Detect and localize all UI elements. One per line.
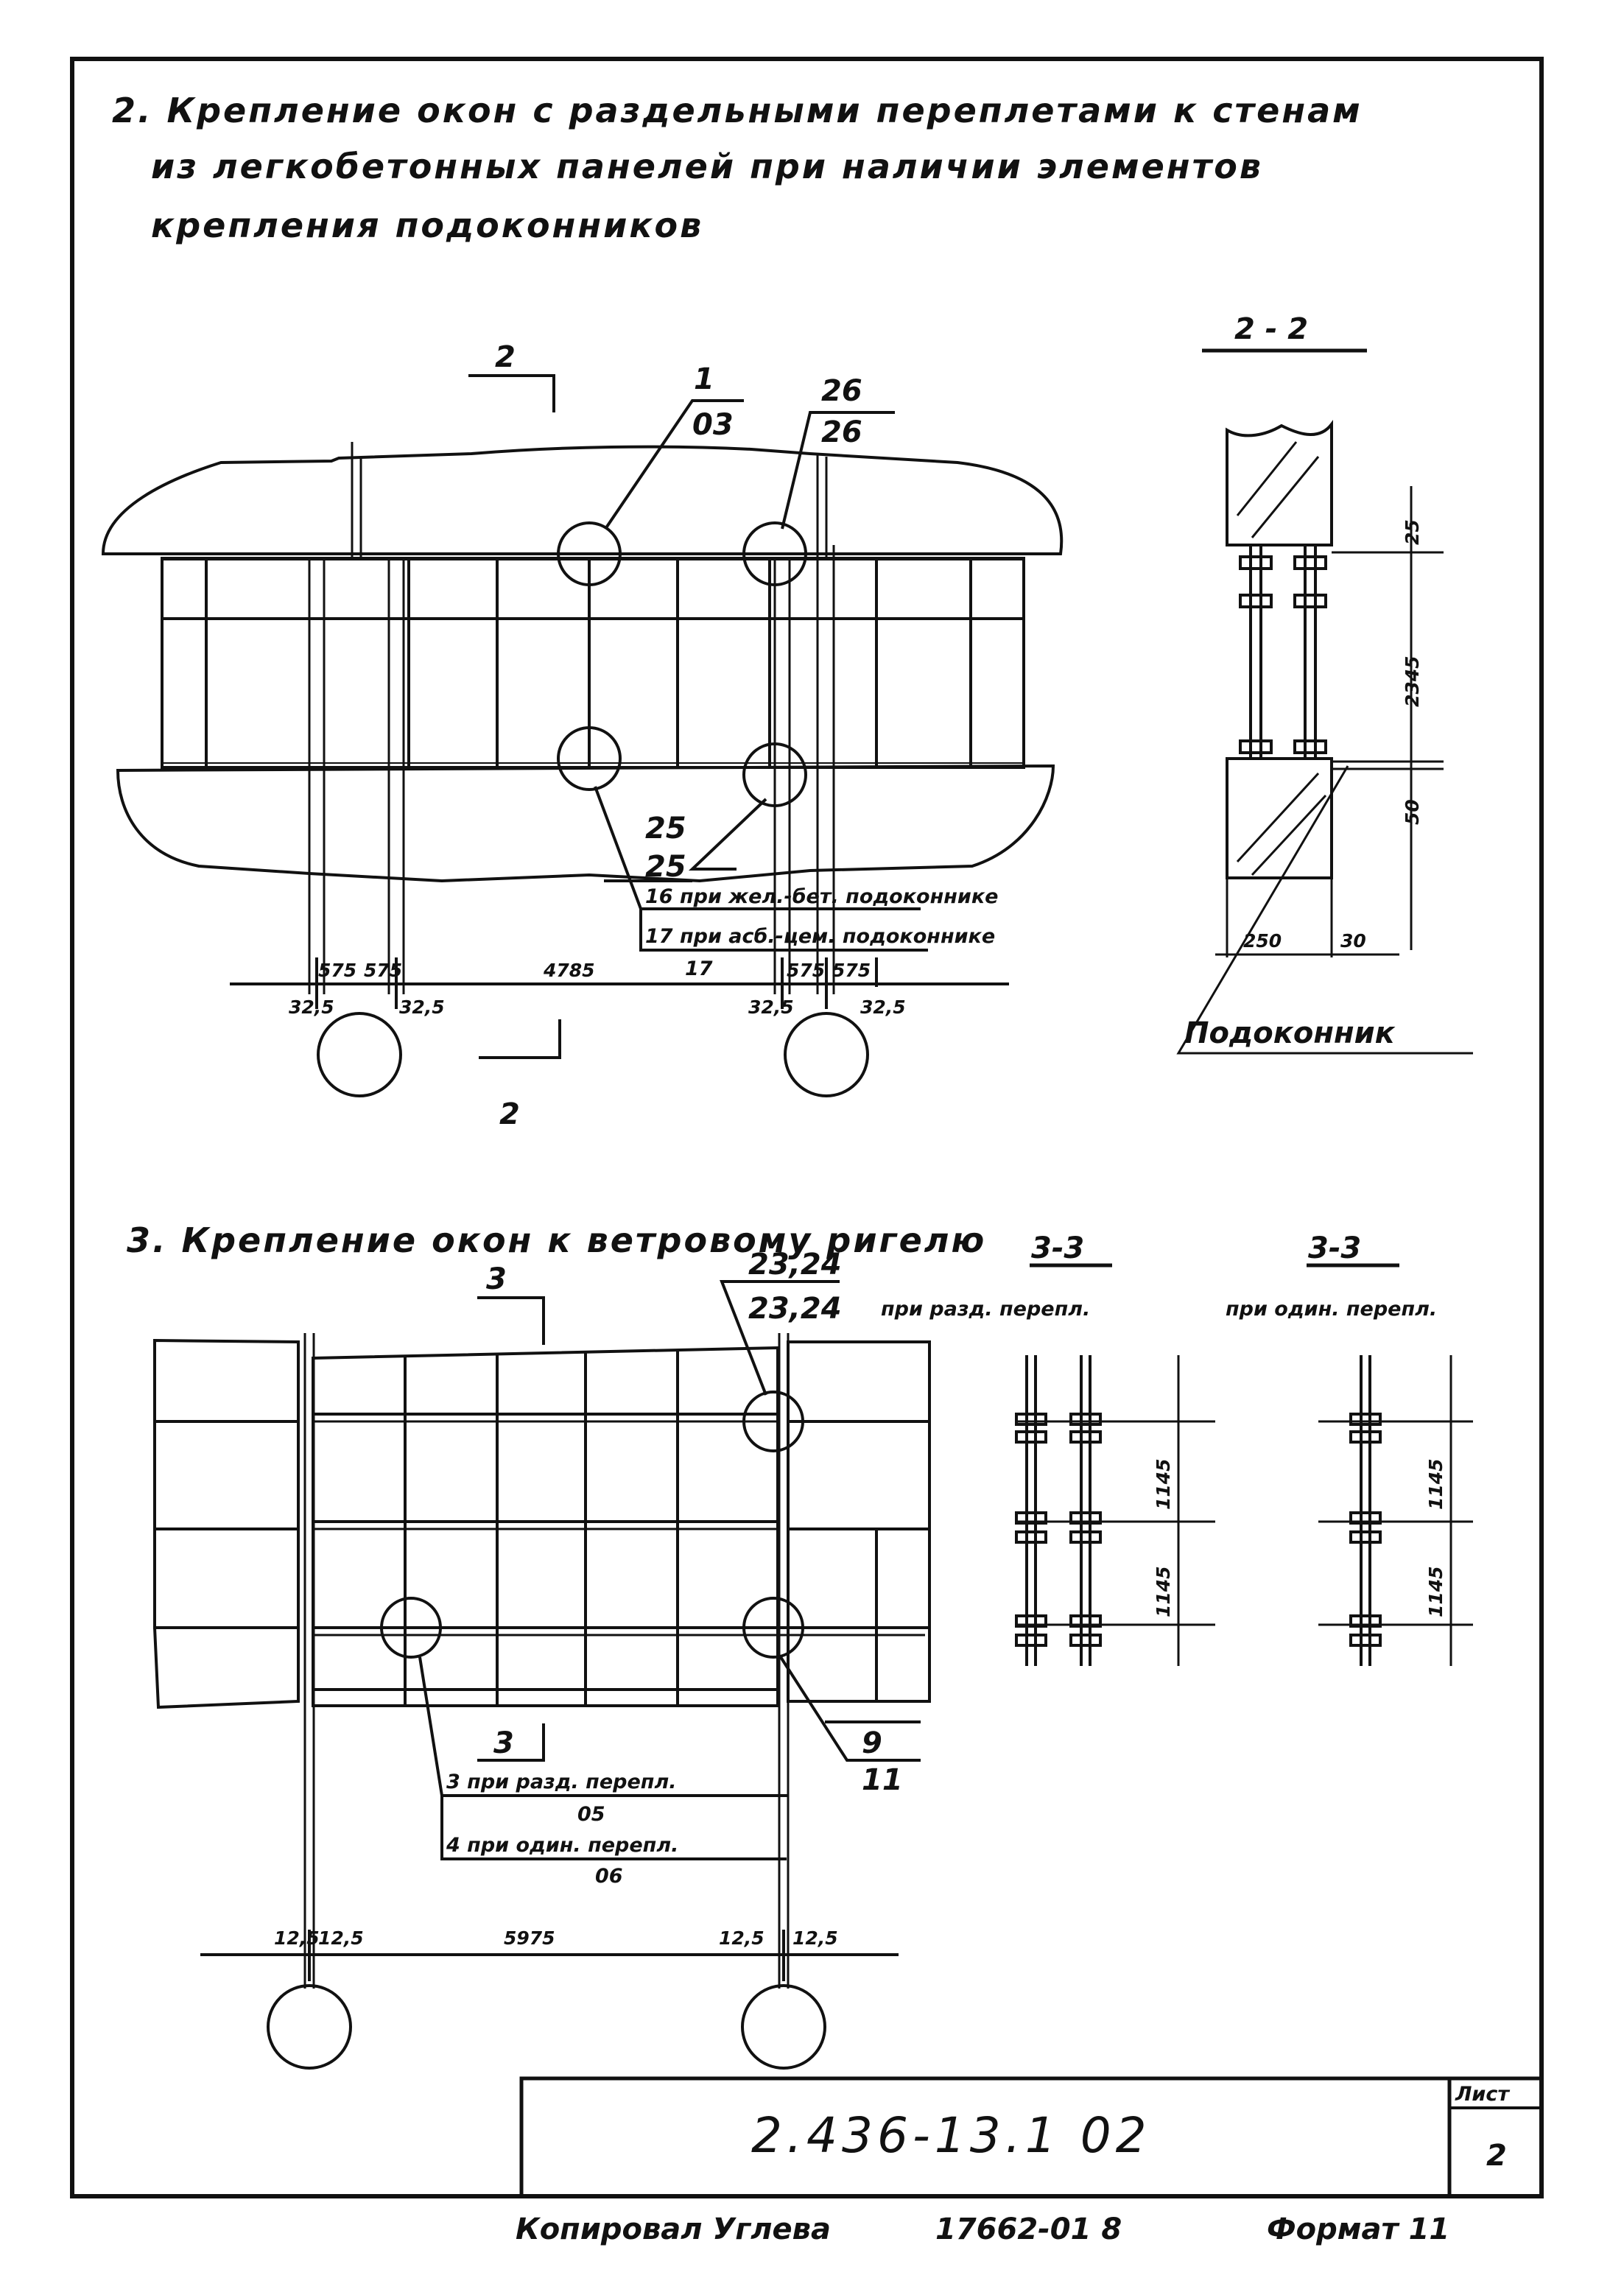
svg-text:30: 30 [1340, 930, 1366, 952]
footer-format: Формат 11 [1267, 2212, 1449, 2246]
svg-text:3-3: 3-3 [1031, 1231, 1084, 1265]
svg-text:50: 50 [1402, 799, 1423, 825]
svg-text:23,24: 23,24 [748, 1292, 842, 1326]
svg-text:при разд. перепл.: при разд. перепл. [881, 1298, 1090, 1321]
axis-bubble-left [317, 1012, 402, 1097]
svg-text:9: 9 [862, 1726, 882, 1760]
section2-elevation [101, 374, 1064, 1097]
footer-order: 17662-01 8 [935, 2212, 1122, 2246]
svg-text:3 при разд. перепл.: 3 при разд. перепл. [446, 1771, 676, 1793]
svg-text:16 при жел.-бет. подоконнике: 16 при жел.-бет. подоконнике [645, 885, 998, 908]
svg-text:03: 03 [692, 408, 734, 442]
sheet-number: 2 [1486, 2139, 1507, 2173]
svg-text:250: 250 [1243, 930, 1282, 952]
svg-text:2: 2 [495, 340, 516, 374]
svg-text:3: 3 [493, 1726, 514, 1760]
svg-text:32,5: 32,5 [860, 996, 906, 1018]
svg-text:575: 575 [787, 960, 825, 981]
svg-text:32,5: 32,5 [399, 996, 445, 1018]
section2-labels: 2 2 1 03 26 26 25 25 16 при жел.-бет. по… [289, 340, 998, 1131]
svg-text:575: 575 [832, 960, 871, 981]
lintel-block [1226, 420, 1333, 546]
detail-3-3-single-labels: 3-3 при один. перепл. 1145 1145 [1226, 1231, 1447, 1617]
svg-text:575: 575 [318, 960, 356, 981]
svg-text:3-3: 3-3 [1308, 1231, 1361, 1265]
window-grid [312, 1346, 779, 1707]
svg-text:25: 25 [1402, 519, 1423, 545]
detail-circle-3-4 [380, 1597, 442, 1659]
svg-text:12,5: 12,5 [318, 1927, 364, 1949]
svg-text:2: 2 [499, 1097, 520, 1131]
svg-text:17 при асб.-цем. подоконнике: 17 при асб.-цем. подоконнике [645, 925, 995, 948]
svg-text:05: 05 [577, 1803, 605, 1826]
svg-text:4 при один. перепл.: 4 при один. перепл. [446, 1834, 678, 1857]
svg-text:32,5: 32,5 [289, 996, 334, 1018]
svg-text:крепления подоконников: крепления подоконников [151, 205, 703, 245]
detail-3-3-single [1307, 1263, 1473, 1666]
svg-text:из легкобетонных панелей при н: из легкобетонных панелей при наличии эле… [151, 147, 1263, 186]
svg-text:3: 3 [486, 1262, 507, 1296]
axis-bubble-left-3 [267, 1984, 352, 2070]
svg-text:26: 26 [821, 374, 862, 408]
svg-text:1145: 1145 [1425, 1566, 1447, 1617]
svg-text:3. Крепление окон к ветровому: 3. Крепление окон к ветровому ригелю [127, 1220, 986, 1260]
wall-panel-bottom [116, 764, 1055, 883]
svg-text:575: 575 [364, 960, 402, 981]
svg-text:при один. перепл.: при один. перепл. [1226, 1298, 1437, 1321]
svg-text:1145: 1145 [1153, 1566, 1174, 1617]
svg-text:2 - 2: 2 - 2 [1234, 312, 1308, 346]
axis-bubble-right-3 [741, 1984, 826, 2070]
title-block-text: 2.436-13.1 02 Лист 2 [751, 2083, 1510, 2173]
title-block [519, 2076, 1452, 2198]
wall-panel-top [101, 445, 1064, 555]
svg-text:2345: 2345 [1402, 655, 1423, 707]
sheet-label: Лист [1455, 2083, 1510, 2106]
svg-text:12,5: 12,5 [719, 1927, 764, 1949]
svg-text:23,24: 23,24 [748, 1248, 842, 1282]
section3-labels: 3 3 23,24 23,24 9 11 3 при разд. перепл.… [274, 1248, 903, 1949]
svg-text:2. Крепление окон с раздельным: 2. Крепление окон с раздельными переплет… [112, 91, 1363, 130]
detail-circle-26 [742, 521, 807, 586]
detail-2-2-labels: 2 - 2 25 2345 50 250 30 Подоконник [1184, 312, 1423, 1050]
axis-bubble-right [784, 1012, 869, 1097]
detail-circle-23-24 [742, 1391, 804, 1452]
svg-text:11: 11 [862, 1763, 903, 1797]
footer-copied: Копировал Углева [516, 2212, 831, 2246]
window-band [161, 557, 1025, 769]
svg-text:Подоконник: Подоконник [1184, 1016, 1396, 1050]
detail-circle-25b [742, 742, 807, 807]
footer: Копировал Углева 17662-01 8 Формат 11 [516, 2212, 1449, 2246]
svg-text:1145: 1145 [1425, 1458, 1447, 1510]
svg-text:32,5: 32,5 [748, 996, 794, 1018]
svg-text:17: 17 [685, 957, 713, 980]
svg-text:25: 25 [645, 850, 686, 884]
detail-circle-1 [557, 521, 622, 586]
section3-elevation [152, 1280, 931, 2070]
svg-text:1145: 1145 [1153, 1458, 1174, 1510]
svg-text:4785: 4785 [543, 960, 595, 981]
svg-text:5975: 5975 [504, 1927, 555, 1949]
section3-title: 3. Крепление окон к ветровому ригелю [127, 1220, 986, 1260]
svg-text:25: 25 [645, 812, 686, 846]
svg-text:1: 1 [694, 362, 714, 396]
detail-circle-25a [557, 726, 622, 791]
svg-text:26: 26 [821, 415, 862, 449]
section2-title: 2. Крепление окон с раздельными переплет… [112, 91, 1363, 245]
detail-3-3-split-labels: 3-3 при разд. перепл. 1145 1145 [881, 1231, 1174, 1617]
drawing-code: 2.436-13.1 02 [751, 2107, 1151, 2164]
svg-text:06: 06 [595, 1865, 623, 1888]
svg-text:12,5: 12,5 [792, 1927, 838, 1949]
detail-circle-9 [742, 1597, 804, 1659]
detail-3-3-split [1015, 1263, 1215, 1666]
svg-text:12,5: 12,5 [274, 1927, 320, 1949]
sheet-frame [70, 57, 1544, 2198]
detail-2-2 [1176, 348, 1473, 1055]
